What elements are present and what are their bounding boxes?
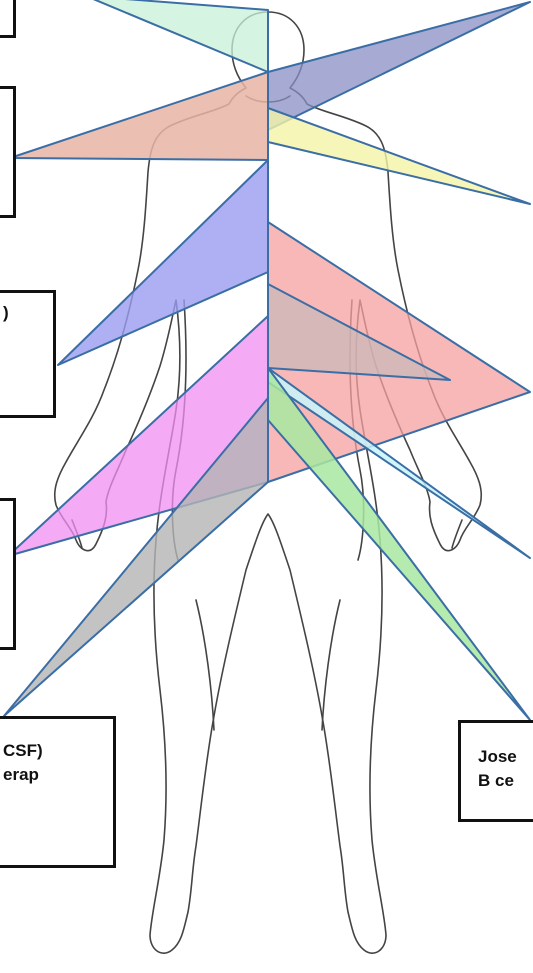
- label-bottom-left-line1: CSF): [3, 739, 113, 763]
- wedge-peach-left: [10, 72, 268, 160]
- wedges: [4, 0, 530, 720]
- label-bottom-left-line2: erap: [3, 763, 113, 787]
- wedge-yellow-right: [268, 108, 530, 204]
- label-bottom-right-line2: B ce: [478, 769, 533, 793]
- label-box-bottom-left: CSF) erap: [0, 716, 116, 868]
- label-bottom-right-line1: Jose: [478, 745, 533, 769]
- label-box-bottom-right: Jose B ce: [458, 720, 533, 822]
- wedge-periwinkle-left: [58, 160, 268, 365]
- wedge-mint-top-left: [86, 0, 268, 72]
- wedge-slate-blue-top-right: [268, 2, 530, 130]
- label-left-middle-line1: ): [3, 301, 53, 325]
- label-box-left-middle: ): [0, 290, 56, 418]
- label-box-left-upper: [0, 86, 16, 218]
- label-box-left-top: [0, 0, 16, 38]
- label-box-left-lower: [0, 498, 16, 650]
